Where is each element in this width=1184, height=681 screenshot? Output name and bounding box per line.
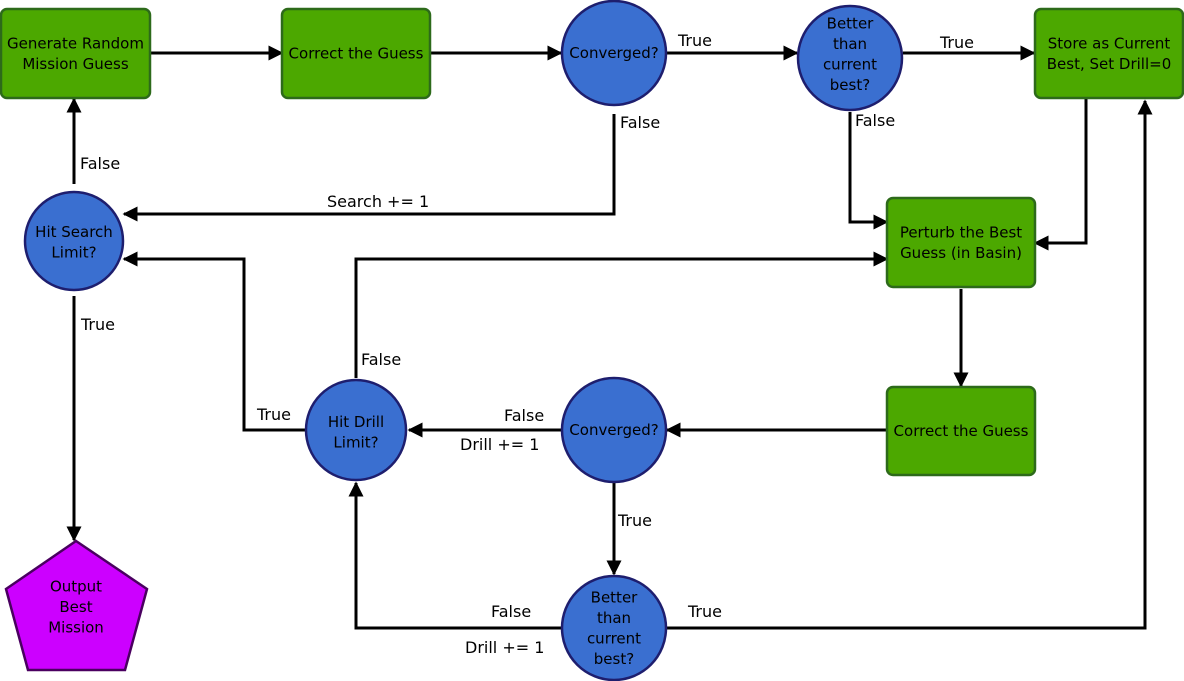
label-converged-bottom-true: True bbox=[617, 511, 652, 530]
decision-better-than-current-best-top: Better than current best? bbox=[796, 4, 904, 112]
node-label: Correct the Guess bbox=[289, 45, 424, 63]
edge-converged-false-to-hit-search bbox=[122, 114, 616, 222]
node-label: Converged? bbox=[569, 421, 658, 439]
edge-hit-drill-false-to-perturb bbox=[354, 251, 889, 378]
node-text-line: than bbox=[597, 609, 631, 627]
label-hit-search-false: False bbox=[80, 154, 120, 173]
node-text-line: Correct the Guess bbox=[289, 45, 424, 63]
label-better-false: False bbox=[855, 111, 895, 130]
node-text-line: Guess (in Basin) bbox=[900, 244, 1022, 262]
node-text-line: Best bbox=[59, 598, 92, 616]
process-correct-the-guess-top: Correct the Guess bbox=[280, 7, 432, 100]
edge-labels: True True False False Search += 1 False … bbox=[80, 31, 974, 657]
node-text-line: Store as Current bbox=[1048, 34, 1171, 52]
node-text-line: Generate Random bbox=[7, 34, 144, 52]
label-converged-true: True bbox=[677, 31, 712, 50]
node-label: Better than current best? bbox=[823, 14, 877, 94]
label-hit-drill-false: False bbox=[361, 350, 401, 369]
node-label: Better than current best? bbox=[587, 588, 641, 668]
edges bbox=[66, 45, 1153, 630]
node-label: Correct the Guess bbox=[894, 422, 1029, 440]
node-text-line: current bbox=[823, 55, 877, 73]
node-text-line: Hit Search bbox=[35, 223, 113, 241]
node-text-line: Limit? bbox=[51, 243, 96, 261]
node-text-line: Converged? bbox=[569, 44, 658, 62]
decision-converged-top: Converged? bbox=[560, 0, 668, 107]
edge-hit-drill-true-to-hit-search bbox=[122, 251, 305, 432]
label-better-bottom-true: True bbox=[687, 602, 722, 621]
label-hit-drill-true: True bbox=[256, 405, 291, 424]
label-better-bottom-false: False bbox=[491, 602, 531, 621]
label-better-true: True bbox=[939, 33, 974, 52]
label-drill-increment-2: Drill += 1 bbox=[465, 638, 544, 657]
node-text-line: best? bbox=[594, 650, 634, 668]
label-search-increment: Search += 1 bbox=[327, 192, 429, 211]
node-text-line: Limit? bbox=[333, 433, 378, 451]
edge-better-false-to-perturb bbox=[848, 112, 889, 230]
node-text-line: than bbox=[833, 35, 867, 53]
label-converged-false: False bbox=[620, 113, 660, 132]
label-drill-increment-1: Drill += 1 bbox=[460, 435, 539, 454]
node-text-line: current bbox=[587, 629, 641, 647]
node-text-line: Correct the Guess bbox=[894, 422, 1029, 440]
node-text-line: best? bbox=[830, 76, 870, 94]
node-text-line: Best, Set Drill=0 bbox=[1047, 55, 1171, 73]
edge-better-bottom-true-to-store bbox=[667, 99, 1153, 630]
node-text-line: Mission bbox=[48, 619, 104, 637]
process-correct-the-guess-bottom: Correct the Guess bbox=[885, 385, 1037, 477]
node-text-line: Converged? bbox=[569, 421, 658, 439]
label-converged-bottom-false: False bbox=[504, 406, 544, 425]
node-text-line: Mission Guess bbox=[22, 55, 129, 73]
edge-better-bottom-false-to-hit-drill bbox=[348, 481, 561, 630]
edge-store-to-perturb bbox=[1033, 98, 1088, 251]
node-text-line: Better bbox=[827, 14, 875, 32]
node-text-line: Output bbox=[50, 578, 102, 596]
node-text-line: Better bbox=[591, 588, 639, 606]
decision-converged-bottom: Converged? bbox=[560, 376, 668, 484]
label-hit-search-true: True bbox=[80, 315, 115, 334]
decision-better-than-current-best-bottom: Better than current best? bbox=[560, 574, 668, 681]
node-label: Converged? bbox=[569, 44, 658, 62]
node-text-line: Hit Drill bbox=[328, 413, 384, 431]
node-text-line: Perturb the Best bbox=[900, 223, 1022, 241]
